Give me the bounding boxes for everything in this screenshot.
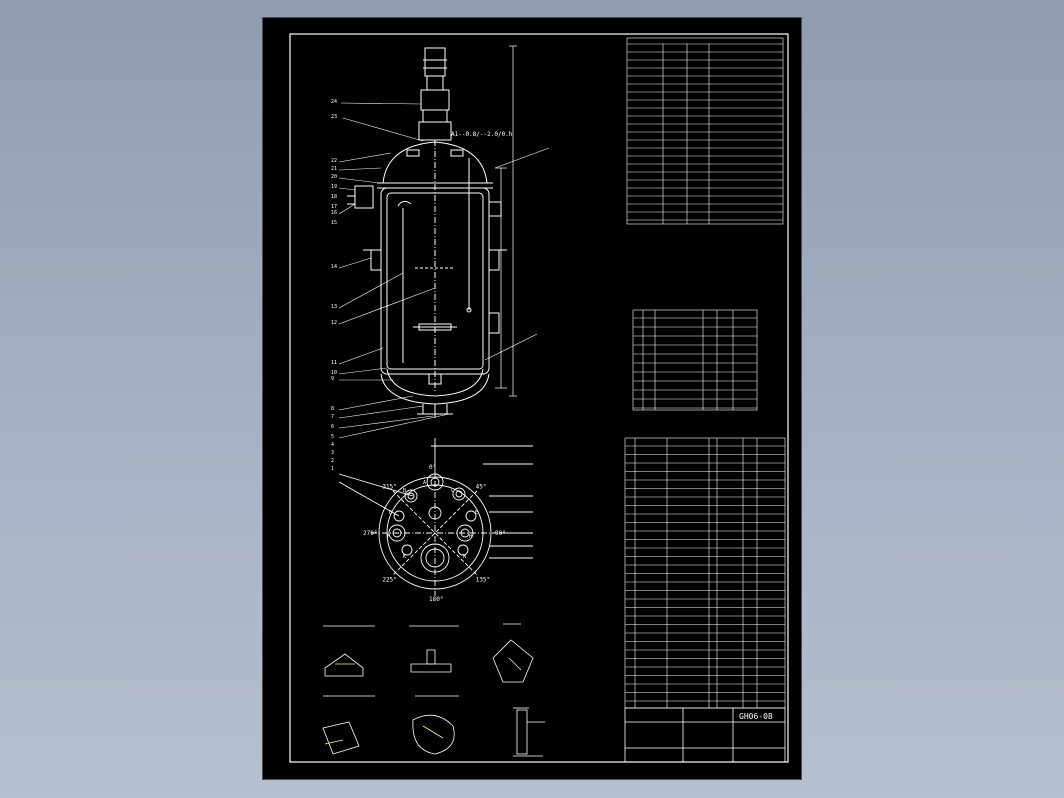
- leader-number: 18: [331, 194, 337, 200]
- angle-label: 270°: [363, 530, 377, 537]
- nozzle-mark: M: [463, 554, 466, 560]
- leader-number: 1: [331, 466, 334, 472]
- spec-table-rows: [627, 51, 783, 221]
- parts-list-rows: [625, 445, 785, 702]
- leader-number: 21: [331, 166, 337, 172]
- leader-number: 24: [331, 99, 337, 105]
- title-block: [624, 707, 786, 763]
- angle-label: 180°: [429, 596, 443, 603]
- nozzle-mark: H: [469, 534, 472, 540]
- design-spec-table: [626, 37, 784, 225]
- angle-label: 90°: [495, 530, 506, 537]
- leader-number: 19: [331, 184, 337, 190]
- angle-label: 315°: [382, 483, 396, 490]
- design-pressure-label: A1--0.8/--2.0/0.h: [451, 131, 513, 138]
- nozzle-mark: E: [475, 510, 478, 516]
- leader-number: 8: [331, 406, 334, 412]
- gearbox: [420, 89, 450, 111]
- plan-view: [338, 438, 533, 596]
- leader-number: 23: [331, 114, 337, 120]
- leader-number: 6: [331, 424, 334, 430]
- leader-number: 13: [331, 304, 337, 310]
- angle-layer: 0° 45° 90° 135° 180° 225° 270° 315°: [363, 464, 506, 603]
- leader-lines: [338, 102, 550, 439]
- vessel-elevation: [347, 47, 507, 418]
- leader-number: 20: [331, 174, 337, 180]
- angle-label: 225°: [382, 577, 396, 584]
- leader-number: 15: [331, 220, 337, 226]
- leader-number: 22: [331, 158, 337, 164]
- nozzle-table: [632, 309, 758, 411]
- bottom-head: [380, 373, 490, 405]
- angle-label: 0°: [429, 464, 436, 471]
- nozzle-mark-layer: A B C D E F H K M: [387, 480, 478, 560]
- detail-views: [322, 623, 545, 757]
- leader-number: 2: [331, 458, 334, 464]
- outer-frame: [289, 33, 789, 763]
- angle-label: 45°: [476, 483, 487, 490]
- engineering-drawing: 242322212019181716151413121110987654321 …: [289, 33, 789, 763]
- leader-number: 4: [331, 442, 334, 448]
- nozzle-mark: K: [403, 554, 406, 560]
- nozzle-mark: A: [423, 480, 426, 486]
- nozzle-mark: C: [451, 488, 454, 494]
- nozzle-mark: B: [403, 488, 406, 494]
- leader-number: 3: [331, 450, 334, 456]
- angle-label: 135°: [476, 577, 490, 584]
- leader-number: 12: [331, 320, 337, 326]
- leader-number: 14: [331, 264, 337, 270]
- leader-number: 17: [331, 204, 337, 210]
- drawing-number: GH06-08: [739, 712, 773, 721]
- nozzle-table-rows: [633, 317, 757, 409]
- leader-number: 10: [331, 370, 337, 376]
- leader-number: 7: [331, 414, 334, 420]
- nozzle-mark: D: [389, 510, 392, 516]
- leader-number: 16: [331, 210, 337, 216]
- leader-number: 11: [331, 360, 337, 366]
- motor: [424, 47, 446, 77]
- parts-list: [624, 437, 786, 709]
- leader-number: 9: [331, 376, 334, 382]
- nozzle-mark: F: [387, 534, 390, 540]
- dimension-lines: [495, 45, 517, 397]
- leader-number: 5: [331, 434, 334, 440]
